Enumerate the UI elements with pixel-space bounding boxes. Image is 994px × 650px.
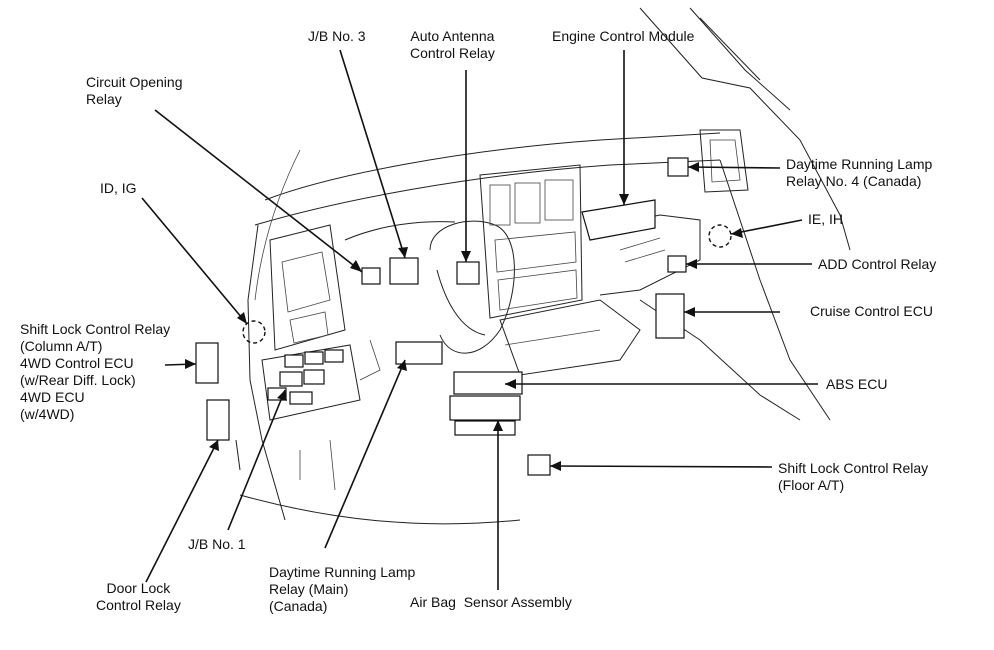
label-line: Control Relay bbox=[410, 45, 495, 61]
connector-id-ig-marker bbox=[242, 320, 266, 344]
shift-lock-column-shape bbox=[195, 342, 219, 384]
label-airbag-sensor: Air Bag Sensor Assembly bbox=[410, 594, 572, 610]
label-drl-relay-4: Daytime Running Lamp Relay No. 4 (Canada… bbox=[786, 156, 932, 190]
label-cruise-control-ecu: Cruise Control ECU bbox=[810, 303, 933, 319]
label-line: Daytime Running Lamp bbox=[269, 564, 416, 580]
drl4-relay-shape bbox=[667, 157, 689, 177]
label-shift-lock-floor: Shift Lock Control Relay (Floor A/T) bbox=[778, 460, 928, 494]
label-ie-ih: IE, IH bbox=[808, 211, 844, 227]
jb3-shape bbox=[389, 257, 419, 285]
label-line: Control Relay bbox=[96, 597, 181, 613]
label-line: Shift Lock Control Relay bbox=[778, 460, 929, 476]
label-jb3: J/B No. 3 bbox=[308, 28, 366, 44]
label-engine-control-module: Engine Control Module bbox=[552, 28, 695, 44]
shift-lock-floor-shape bbox=[527, 454, 551, 476]
label-line: Relay No. 4 (Canada) bbox=[786, 173, 922, 189]
cruise-ecu-shape bbox=[655, 293, 685, 339]
label-line: Door Lock bbox=[106, 580, 171, 596]
abs-ecu-shape bbox=[453, 371, 523, 395]
label-line: Circuit Opening bbox=[86, 74, 183, 90]
circuit-opening-relay-shape bbox=[361, 267, 381, 285]
label-add-control-relay: ADD Control Relay bbox=[818, 256, 937, 272]
label-line: (w/Rear Diff. Lock) bbox=[20, 372, 136, 388]
label-line: 4WD Control ECU bbox=[20, 355, 134, 371]
label-line: Auto Antenna bbox=[410, 28, 495, 44]
connector-ie-ih-marker bbox=[708, 224, 732, 248]
label-line: Relay bbox=[86, 91, 122, 107]
label-circuit-opening-relay: Circuit Opening Relay bbox=[86, 74, 183, 108]
auto-antenna-relay-shape bbox=[456, 261, 480, 285]
drl-main-relay-shape bbox=[395, 341, 443, 365]
label-line: Shift Lock Control Relay bbox=[20, 321, 171, 337]
label-id-ig: ID, IG bbox=[100, 180, 137, 196]
label-line: (w/4WD) bbox=[20, 406, 75, 422]
label-left-group: Shift Lock Control Relay (Column A/T) 4W… bbox=[20, 321, 170, 423]
label-drl-main-relay: Daytime Running Lamp Relay (Main) (Canad… bbox=[269, 564, 415, 615]
label-abs-ecu: ABS ECU bbox=[826, 376, 888, 392]
label-line: (Floor A/T) bbox=[778, 477, 845, 493]
add-relay-shape bbox=[667, 255, 687, 273]
label-line: Daytime Running Lamp bbox=[786, 156, 933, 172]
label-line: (Column A/T) bbox=[20, 338, 103, 354]
airbag-base-shape bbox=[454, 420, 516, 436]
label-jb1: J/B No. 1 bbox=[188, 536, 246, 552]
label-line: 4WD ECU bbox=[20, 389, 85, 405]
label-line: Relay (Main) bbox=[269, 581, 349, 597]
label-line: (Canada) bbox=[269, 598, 328, 614]
ecm-shape bbox=[581, 199, 656, 241]
airbag-sensor-shape bbox=[449, 395, 521, 421]
door-lock-relay-shape bbox=[206, 399, 230, 441]
label-door-lock-relay: Door Lock Control Relay bbox=[96, 580, 181, 614]
label-auto-antenna-relay: Auto Antenna Control Relay bbox=[410, 28, 495, 62]
